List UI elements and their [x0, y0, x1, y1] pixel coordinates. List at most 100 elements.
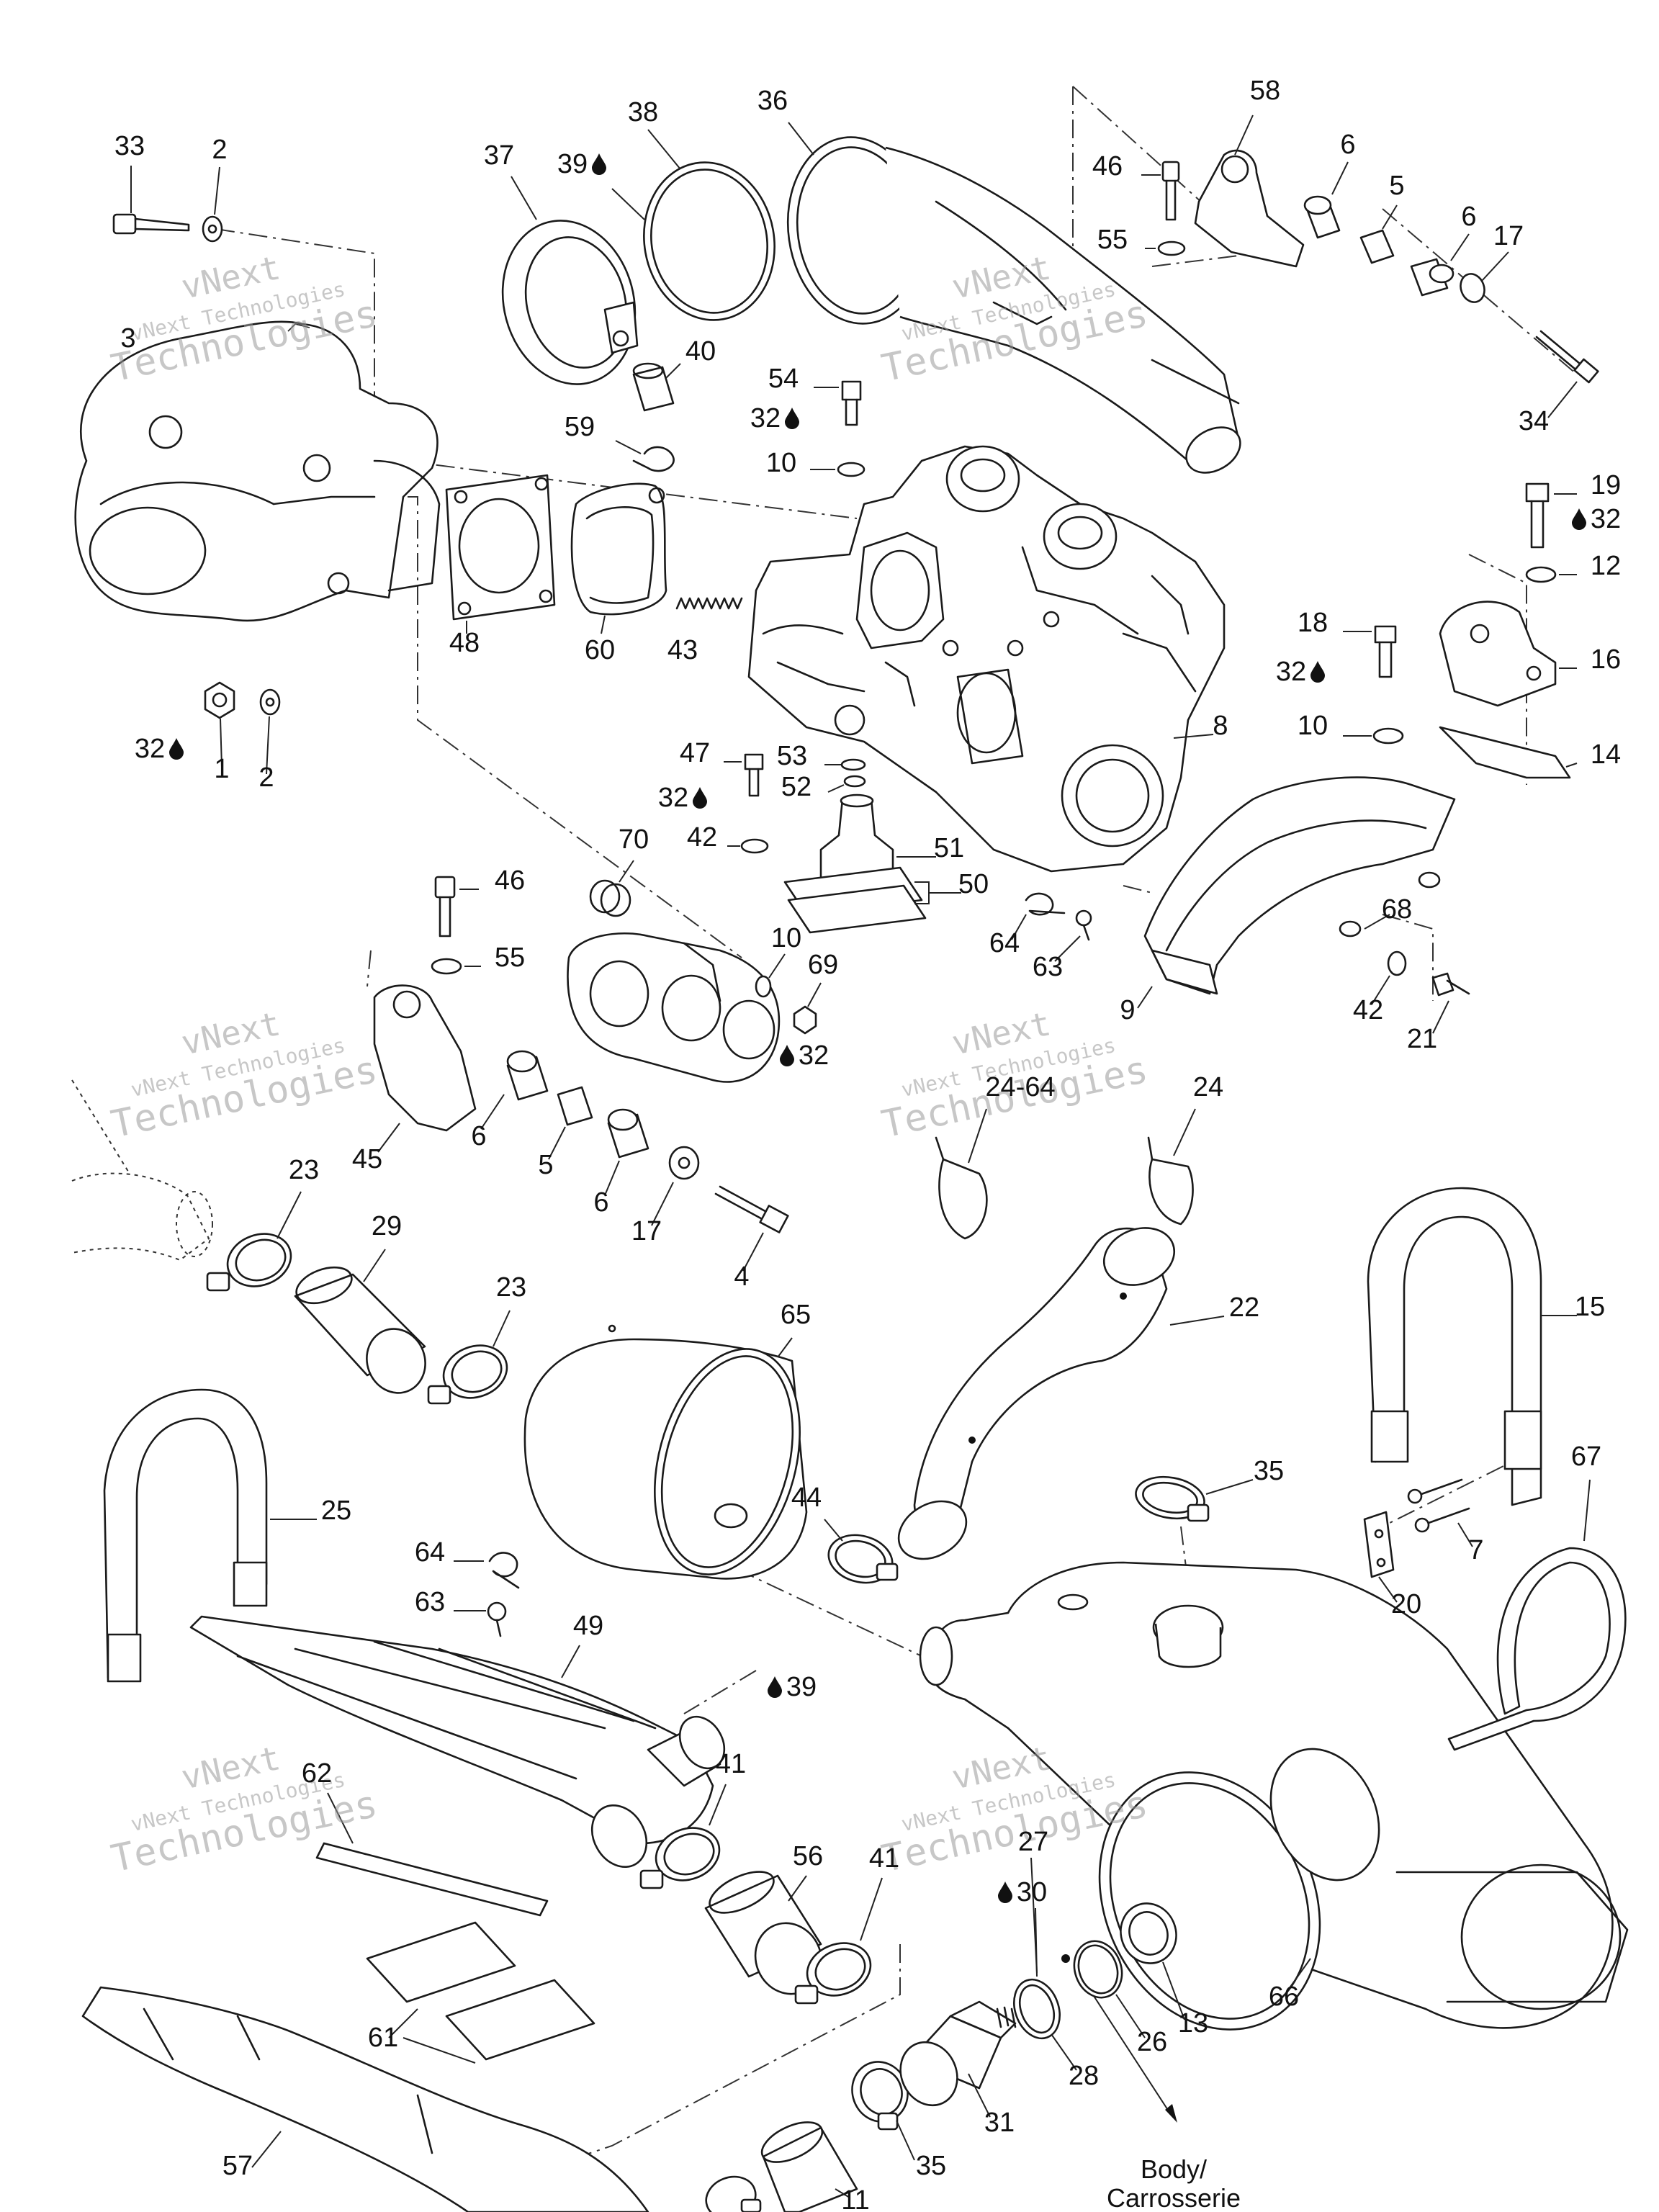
part-shims-50: [783, 866, 961, 934]
callout-label: 65: [781, 1300, 811, 1330]
callout-label: 69: [808, 950, 838, 980]
callout-label: 27: [1018, 1827, 1048, 1857]
part-strip-62: [315, 1792, 549, 1917]
part-washer-42-right: [1371, 950, 1407, 1005]
callout-label: 23: [289, 1155, 319, 1185]
callout-label: 8: [1213, 711, 1228, 741]
part-clamp-35-lower: [851, 2061, 915, 2161]
callout-label: 22: [1229, 1292, 1259, 1323]
callout-label: 31: [984, 2108, 1015, 2138]
callout-label: 46: [1092, 151, 1123, 181]
callout-label: 41: [716, 1749, 746, 1779]
part-strap-15: [1367, 1187, 1577, 1506]
part-washer-42-left: [727, 838, 769, 854]
callout-label: 15: [1575, 1292, 1605, 1322]
callout-label: 32: [135, 734, 165, 764]
part-washer-2-lower: [259, 688, 281, 775]
callout-label: 23: [496, 1272, 526, 1303]
part-clamp-35-mid: [1135, 1475, 1254, 1522]
callout-label: 10: [771, 923, 801, 953]
callout-label: 49: [573, 1611, 603, 1641]
callout-label: 6: [471, 1121, 486, 1151]
part-bolt-19: [1525, 482, 1577, 549]
callout-label: 6: [1461, 202, 1476, 232]
callout-label: 57: [222, 2151, 253, 2181]
callout-label: 54: [768, 364, 799, 394]
part-pipe-outline-left: [71, 1172, 213, 1262]
loctite-drop-icon: [998, 1881, 1012, 1903]
part-bracket-9: [1137, 776, 1456, 1009]
part-clamp-23-upper: [206, 1191, 302, 1292]
callout-label: 40: [685, 336, 716, 367]
callout-label: 59: [565, 412, 595, 442]
part-bolt-54: [814, 380, 862, 426]
callout-label: 32: [1276, 657, 1306, 687]
part-nut-69: [793, 982, 822, 1035]
part-bolt-34: [1535, 330, 1599, 418]
part-muffler-66: [919, 1561, 1629, 2031]
callout-label: 14: [1591, 739, 1621, 770]
part-bolt-46-lower: [434, 876, 479, 938]
part-bolt-4: [714, 1185, 789, 1272]
callout-label: 1: [214, 754, 229, 784]
part-strap-25: [103, 1388, 317, 1683]
part-sleeve-40: [632, 362, 681, 412]
part-washer-17-top: [1460, 251, 1509, 303]
part-clamp-lower-left-11: [705, 2175, 762, 2212]
part-fitting-31: [899, 2000, 1017, 2118]
callout-label: 3: [120, 323, 135, 354]
callout-label: 30: [1017, 1877, 1047, 1907]
callout-label: 39: [786, 1672, 817, 1702]
callout-label: 12: [1591, 551, 1621, 581]
part-spacer-5-top: [1359, 204, 1398, 264]
part-washer-55-top: [1145, 240, 1186, 256]
part-muffler-bracket-lower: [567, 932, 781, 1083]
part-bushing-68: [1339, 871, 1441, 938]
callout-label: 24: [1193, 1072, 1223, 1102]
callout-label: 6: [1340, 130, 1355, 160]
part-clamp-41-upper: [639, 1784, 727, 1889]
part-nut-13: [1120, 1902, 1185, 2020]
part-washer-10-right: [1343, 727, 1404, 745]
part-pipe-22: [897, 1227, 1225, 1560]
part-clip-64-mid: [1011, 892, 1066, 940]
part-exhaust-manifold: [74, 320, 441, 622]
part-washer-52: [827, 775, 866, 793]
callout-label: 13: [1178, 2008, 1208, 2038]
callout-label: 5: [538, 1150, 553, 1180]
callout-label: 42: [687, 822, 717, 853]
callout-label: 43: [667, 635, 698, 665]
callout-label: 34: [1519, 406, 1549, 436]
callout-label: 26: [1137, 2027, 1167, 2057]
part-plate-14: [1439, 726, 1578, 779]
callout-label: 18: [1298, 608, 1328, 638]
part-bushing-6-top-2: [1410, 233, 1470, 297]
part-bracket-58: [1194, 114, 1305, 268]
callout-label: 64: [415, 1537, 445, 1568]
loctite-drop-icon: [693, 787, 707, 809]
part-pad-61: [366, 1921, 595, 2064]
callout-label: 25: [321, 1496, 351, 1526]
part-washer-10-lower: [755, 953, 786, 998]
callout-label: 55: [495, 943, 525, 973]
callout-label: 2: [212, 135, 227, 165]
destination-note: Body/ Carrosserie: [1107, 2154, 1241, 2212]
part-bushing-6-lower: [480, 1050, 549, 1130]
callout-label: 46: [495, 866, 525, 896]
callout-label: 32: [799, 1040, 829, 1071]
part-washer-53: [824, 758, 866, 771]
part-hose-57: [81, 1986, 649, 2212]
part-strap-24-64: [935, 1108, 988, 1240]
part-leader-27-30: [1030, 1857, 1070, 1977]
callout-label: 16: [1591, 644, 1621, 675]
part-clamp-44: [824, 1519, 899, 1584]
part-bolt-33: [112, 166, 190, 235]
callout-label: 17: [1493, 221, 1524, 251]
callout-label: 24-64: [985, 1072, 1055, 1102]
part-washer-2-top: [202, 166, 223, 243]
part-tie-67: [1447, 1479, 1627, 1751]
callout-label: 6: [593, 1187, 608, 1218]
